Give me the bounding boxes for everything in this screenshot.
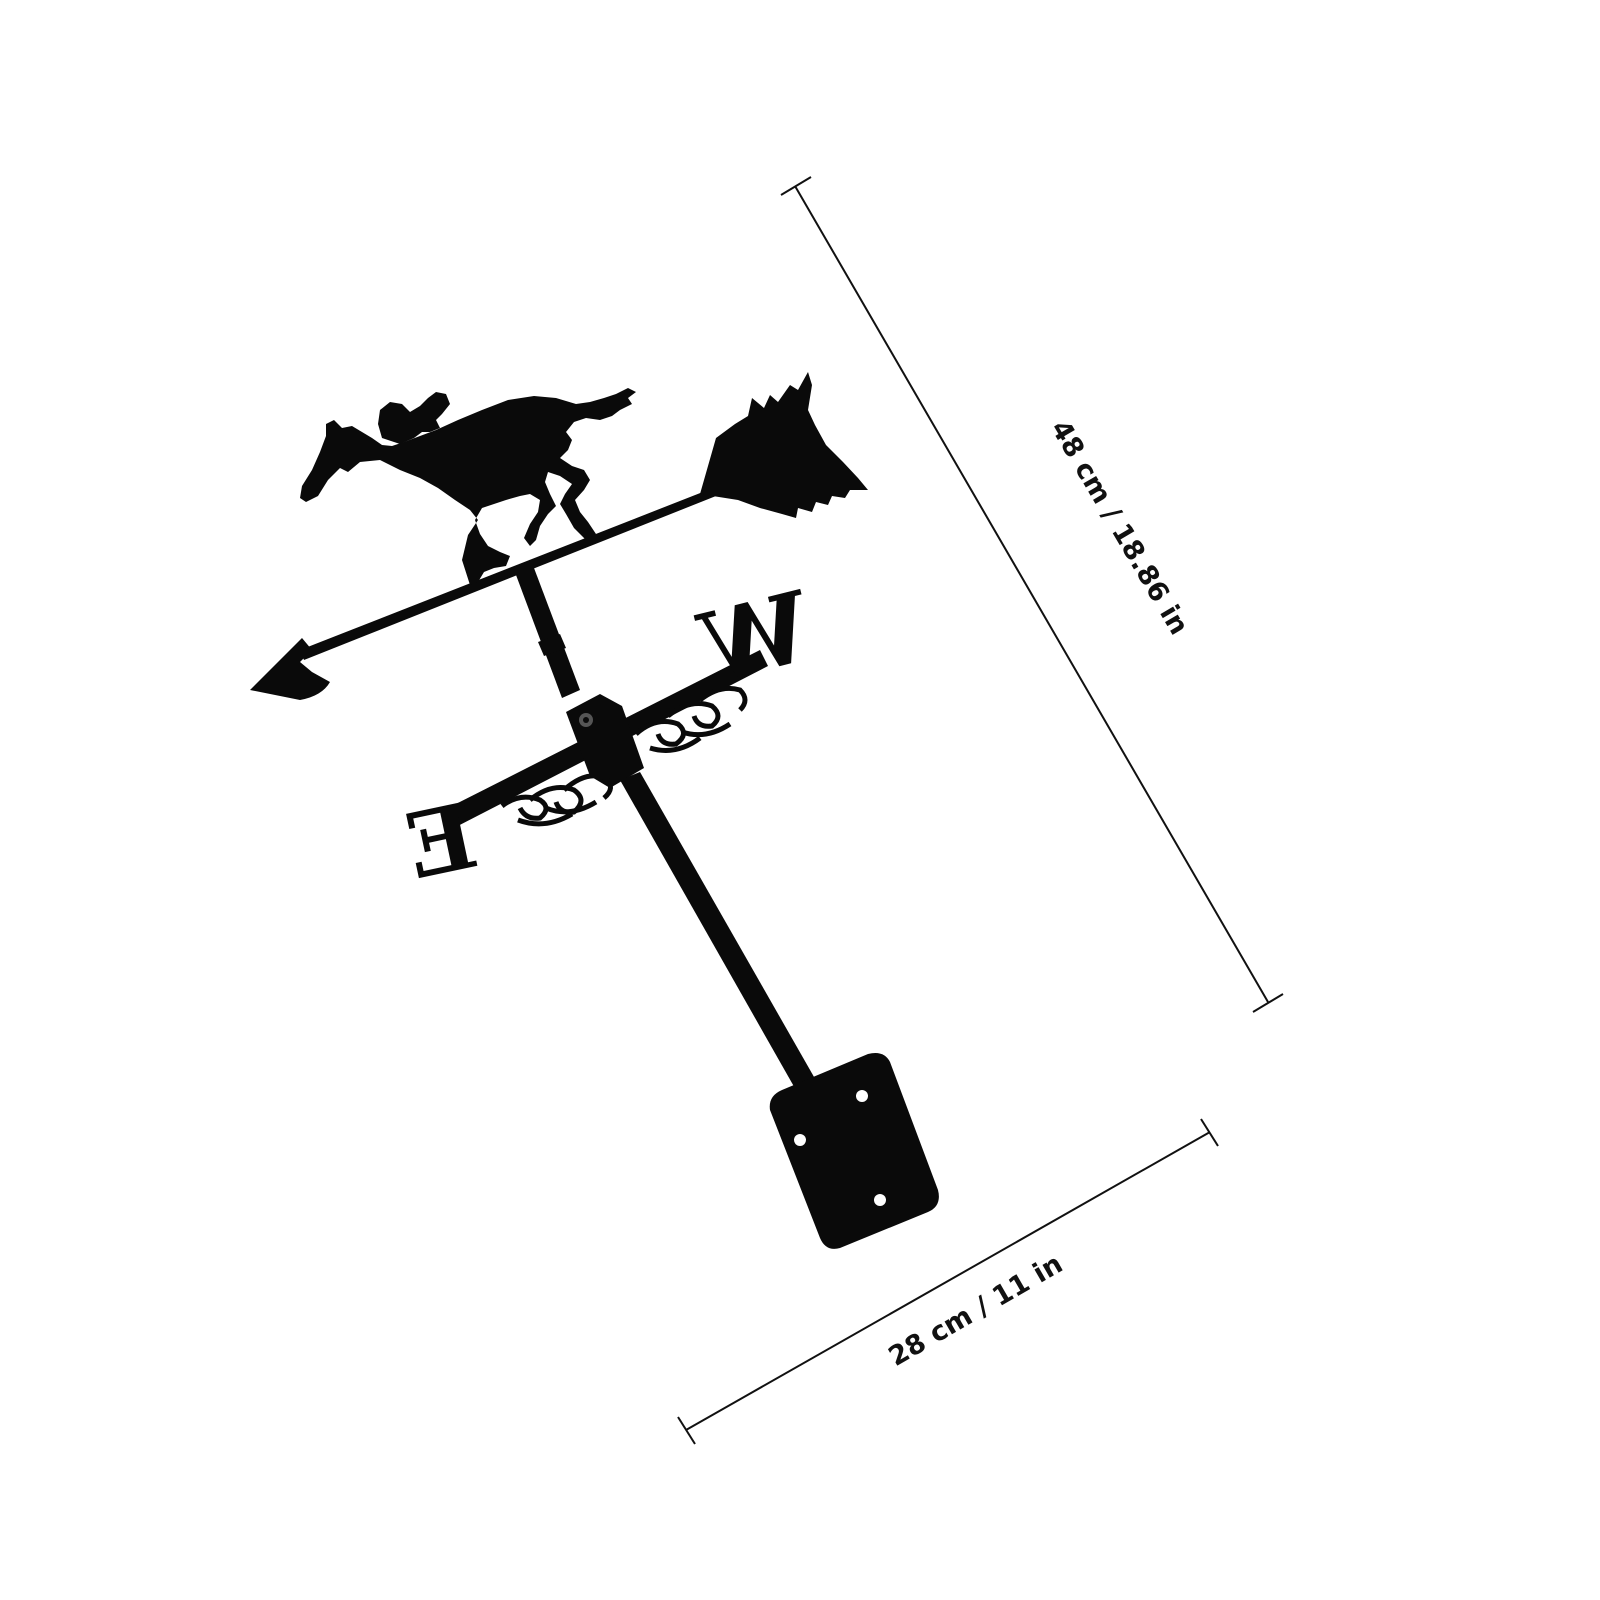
- width-dimension-label: 28 cm / 11 in: [883, 1248, 1068, 1372]
- mounting-plate-hole-1: [794, 1134, 806, 1146]
- pole-upper: [516, 568, 580, 698]
- width-dimension-line: [685, 1131, 1211, 1431]
- width-dimension: [677, 1118, 1219, 1445]
- hub-screw-center: [583, 717, 589, 723]
- arrow-head: [250, 638, 330, 700]
- horse-silhouette: [300, 388, 636, 585]
- weathervane: E W: [250, 372, 939, 1249]
- height-dimension: [780, 176, 1284, 1013]
- right-scroll-decoration: [634, 685, 748, 753]
- height-dimension-line: [794, 185, 1269, 1003]
- mounting-plate-hole-2: [856, 1090, 868, 1102]
- pole-lower: [620, 772, 850, 1150]
- width-dimension-end-cap-right: [1200, 1118, 1219, 1147]
- compass-hub: [566, 694, 644, 788]
- height-dimension-end-cap-top: [780, 176, 812, 196]
- mounting-plate-hole-3: [874, 1194, 886, 1206]
- height-dimension-end-cap-bottom: [1252, 993, 1284, 1013]
- pole-band: [538, 634, 566, 656]
- width-dimension-end-cap-left: [677, 1416, 696, 1445]
- arrow-tail-feather: [700, 372, 868, 518]
- height-dimension-label: 48 cm / 18.86 in: [1044, 415, 1194, 640]
- mounting-plate: [769, 1053, 939, 1249]
- left-scroll-decoration: [500, 773, 613, 827]
- arrow-shaft: [300, 488, 716, 660]
- jockey-silhouette: [378, 392, 450, 444]
